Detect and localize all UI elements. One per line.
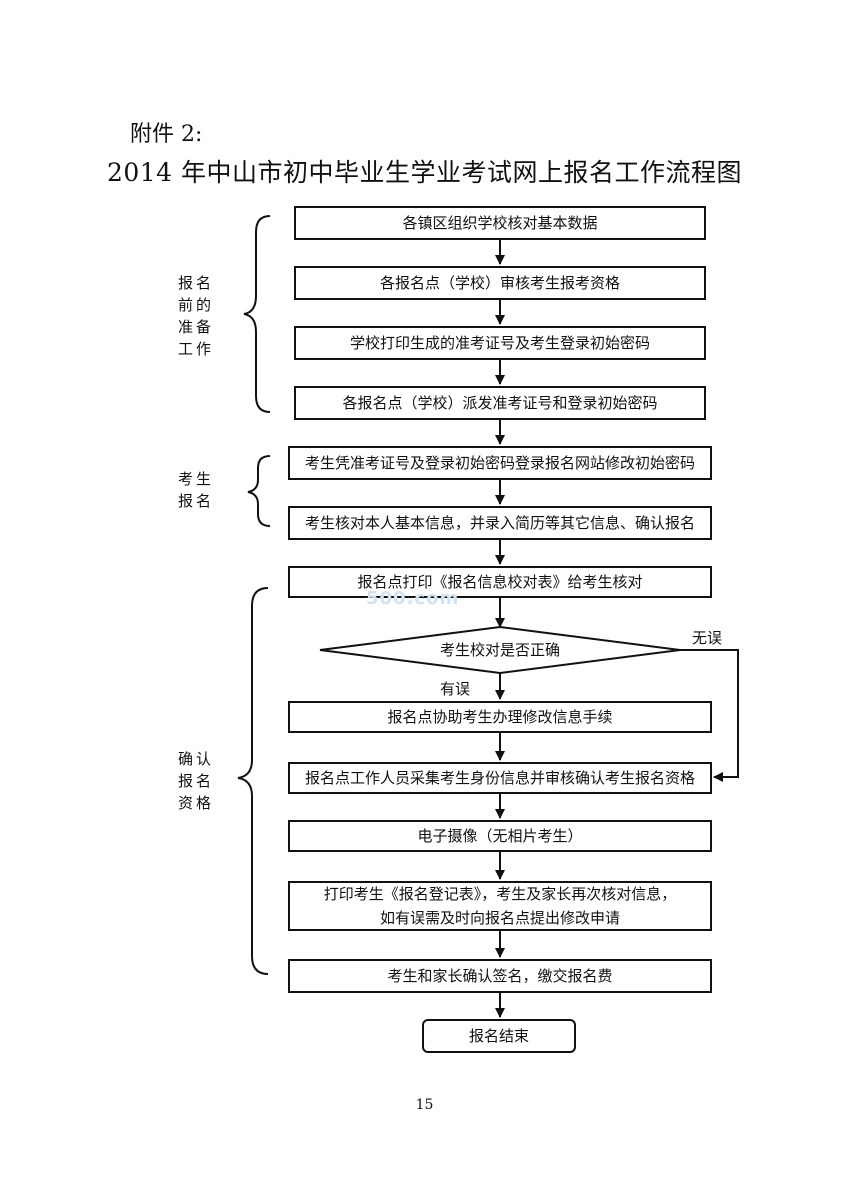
step-text: 报名结束 bbox=[468, 1027, 529, 1045]
decision-label: 考生校对是否正确 bbox=[440, 641, 561, 659]
watermark-logo: 500.com bbox=[366, 588, 460, 609]
step-assist-modify-info: 报名点协助考生办理修改信息手续 bbox=[288, 701, 712, 733]
step-print-registration-form: 打印考生《报名登记表》，考生及家长再次核对信息， 如有误需及时向报名点提出修改申… bbox=[288, 881, 712, 931]
bracket-prep bbox=[243, 215, 271, 413]
step-photo-capture: 电子摄像（无相片考生） bbox=[288, 820, 712, 852]
decision-diamond bbox=[319, 625, 681, 675]
step-text-line-2: 如有误需及时向报名点提出修改申请 bbox=[379, 909, 620, 927]
attachment-label: 附件 2: bbox=[130, 122, 203, 147]
step-print-ticket-password: 学校打印生成的准考证号及考生登录初始密码 bbox=[294, 326, 706, 360]
step-review-eligibility: 各报名点（学校）审核考生报考资格 bbox=[294, 266, 706, 300]
step-text: 报名点工作人员采集考生身份信息并审核确认考生报名资格 bbox=[304, 769, 695, 787]
step-login-change-password: 考生凭准考证号及登录初始密码登录报名网站修改初始密码 bbox=[288, 446, 712, 480]
step-text: 考生凭准考证号及登录初始密码登录报名网站修改初始密码 bbox=[304, 454, 695, 472]
step-text: 各报名点（学校）派发准考证号和登录初始密码 bbox=[342, 394, 658, 412]
section-label-confirm: 确认 报名 资格 bbox=[178, 750, 215, 812]
step-text: 学校打印生成的准考证号及考生登录初始密码 bbox=[349, 334, 650, 352]
step-distribute-ticket-password: 各报名点（学校）派发准考证号和登录初始密码 bbox=[294, 386, 706, 420]
end-terminal: 报名结束 bbox=[422, 1019, 576, 1053]
step-text: 考生和家长确认签名，缴交报名费 bbox=[387, 967, 613, 985]
step-collect-identity: 报名点工作人员采集考生身份信息并审核确认考生报名资格 bbox=[288, 762, 712, 794]
step-text: 各镇区组织学校核对基本数据 bbox=[402, 214, 598, 232]
step-text: 电子摄像（无相片考生） bbox=[417, 827, 583, 845]
step-text: 报名点打印《报名信息校对表》给考生核对 bbox=[357, 573, 643, 591]
step-sign-pay-fee: 考生和家长确认签名，缴交报名费 bbox=[288, 959, 712, 993]
page-number: 15 bbox=[415, 1097, 434, 1113]
step-text-line-1: 打印考生《报名登记表》，考生及家长再次核对信息， bbox=[323, 885, 677, 903]
step-text: 考生核对本人基本信息，并录入简历等其它信息、确认报名 bbox=[304, 514, 695, 532]
step-verify-confirm-registration: 考生核对本人基本信息，并录入简历等其它信息、确认报名 bbox=[288, 506, 712, 540]
step-text: 报名点协助考生办理修改信息手续 bbox=[387, 708, 613, 726]
step-text: 各报名点（学校）审核考生报考资格 bbox=[379, 274, 620, 292]
page-title: 2014 年中山市初中毕业生学业考试网上报名工作流程图 bbox=[106, 158, 743, 187]
section-label-register: 考生 报名 bbox=[178, 470, 215, 510]
edge-label-error: 有误 bbox=[440, 680, 471, 698]
step-print-check-form: 报名点打印《报名信息校对表》给考生核对 bbox=[288, 566, 712, 598]
section-label-prep: 报名 前的 准备 工作 bbox=[178, 274, 215, 358]
step-verify-basic-data: 各镇区组织学校核对基本数据 bbox=[294, 206, 706, 240]
edge-label-correct: 无误 bbox=[692, 629, 723, 647]
bracket-confirm bbox=[237, 587, 269, 975]
bracket-register bbox=[247, 455, 271, 527]
arrow-correct-bypass bbox=[680, 649, 739, 782]
